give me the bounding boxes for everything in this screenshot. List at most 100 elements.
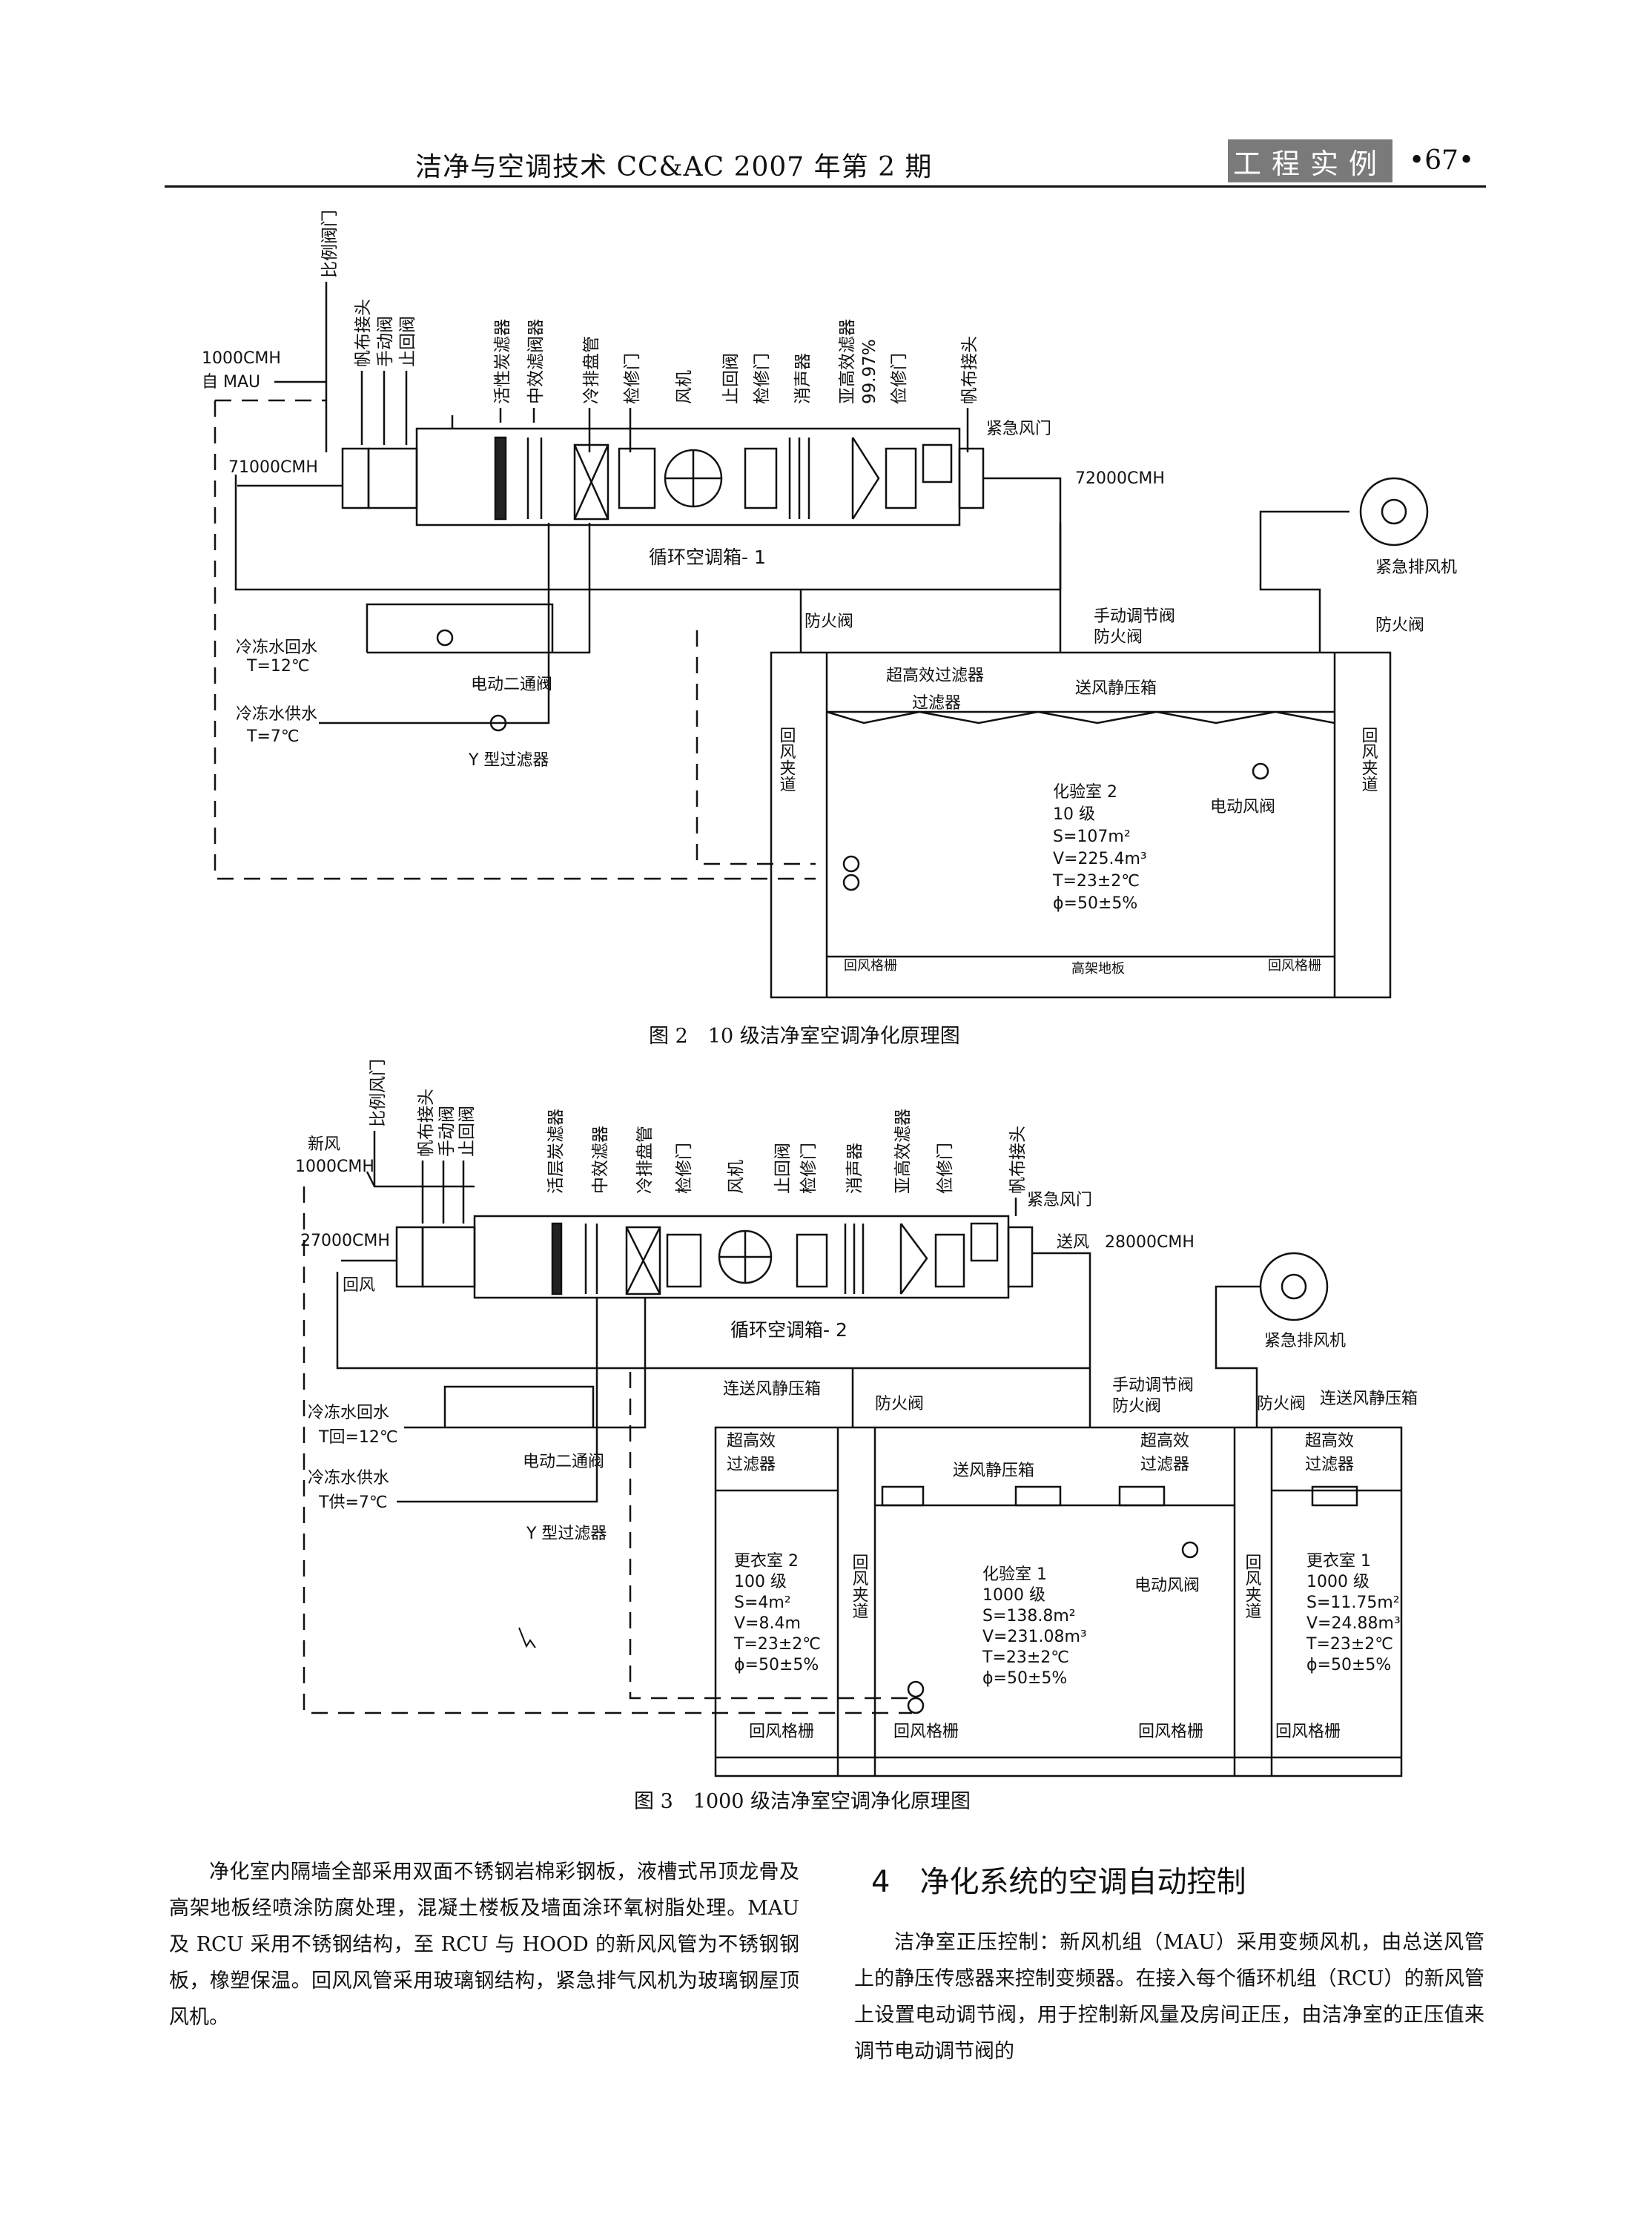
return-air: 回风 <box>343 1276 375 1295</box>
room-name: 化验室 2 <box>1053 783 1117 802</box>
label: 比例阀门 <box>320 210 340 278</box>
room-area: S=138.8m² <box>982 1607 1076 1625</box>
chw-supply: 冷冻水供水 <box>236 705 317 724</box>
label: 比例风门 <box>369 1059 388 1127</box>
label: 检修门 <box>675 1143 694 1194</box>
chw-supply: 冷冻水供水 <box>308 1469 389 1488</box>
fresh-flow: 1000CMH <box>202 349 281 368</box>
ulpa-label: 超高效 <box>1140 1432 1189 1450</box>
label: 止回阀 <box>457 1106 477 1157</box>
label: 俭修门 <box>890 353 909 404</box>
label: 活性炭滤器 <box>493 319 512 404</box>
chw-return-temp: T回=12℃ <box>318 1428 398 1447</box>
grille: 回风格栅 <box>844 958 897 974</box>
room-temp: T=23±2℃ <box>982 1648 1069 1667</box>
label: 风机 <box>727 1160 746 1194</box>
room-volume: V=24.88m³ <box>1306 1614 1401 1633</box>
room-class: 10 级 <box>1053 805 1095 824</box>
room-area: S=107m² <box>1053 828 1131 846</box>
room-area: S=11.75m² <box>1306 1594 1400 1612</box>
column-badge: 工程实例 <box>1228 139 1392 182</box>
fire-damper: 防火阀 <box>1094 628 1143 647</box>
chw-supply-temp: T=7℃ <box>246 727 300 746</box>
return-flow: 71000CMH <box>228 458 318 477</box>
ulpa-label: 超高效 <box>1305 1432 1354 1450</box>
room-class: 1000 级 <box>1306 1573 1369 1591</box>
chw-return: 冷冻水回水 <box>236 638 317 657</box>
grille: 回风格栅 <box>1275 1723 1341 1741</box>
fresh: 新风 <box>308 1135 340 1154</box>
label: 帆布接头 <box>417 1089 436 1157</box>
fresh-flow: 1000CMH <box>295 1158 374 1176</box>
room-rh: ϕ=50±5% <box>1306 1656 1391 1674</box>
room-temp: T=23±2℃ <box>733 1635 821 1654</box>
figure-2-caption: 图 2 10 级洁净室空调净化原理图 <box>649 1025 960 1048</box>
grille: 回风格栅 <box>749 1723 814 1741</box>
label: 消声器 <box>793 353 813 404</box>
room-volume: V=225.4m³ <box>1053 850 1147 868</box>
raised-floor: 高架地板 <box>1071 961 1125 977</box>
room-class: 100 级 <box>734 1573 787 1591</box>
link-plenum: 连送风静压箱 <box>723 1380 821 1399</box>
figure-2: 比例阀门 帆布接头 手动阀 止回阀 活性炭滤器 中效滤阀器 冷排盘管 检修门 风… <box>202 210 1457 999</box>
chw-return-temp: T=12℃ <box>246 657 310 676</box>
ahu-name: 循环空调箱- 1 <box>649 547 766 568</box>
room-name: 更衣室 2 <box>734 1552 799 1571</box>
grille: 回风格栅 <box>1268 958 1321 974</box>
right-paragraph: 洁净室正压控制：新风机组（MAU）采用变频风机，由总送风管上的静压传感器来控制变… <box>854 1931 1484 2063</box>
label: 帆布接头 <box>1008 1126 1028 1194</box>
label: 风机 <box>675 370 694 404</box>
figure-3: 比例风门 帆布接头 手动阀 止回阀 活层炭滤器 中效滤器 冷排盘管 检修门 风机… <box>295 1059 1418 1777</box>
y-strainer: Y 型过滤器 <box>468 751 549 770</box>
left-paragraph: 净化室内隔墙全部采用双面不锈钢岩棉彩钢板，液槽式吊顶龙骨及高架地板经喷涂防腐处理… <box>169 1861 799 2029</box>
ulpa-label: 过滤器 <box>912 694 961 713</box>
label: 检修门 <box>799 1143 819 1194</box>
room-area: S=4m² <box>734 1594 791 1612</box>
from-mau: 自 MAU <box>202 373 260 392</box>
fire-damper: 防火阀 <box>804 613 853 631</box>
label: 手动阀 <box>437 1106 457 1157</box>
fire-damper: 防火阀 <box>1257 1395 1306 1413</box>
ahu-name: 循环空调箱- 2 <box>730 1319 848 1341</box>
room-name: 化验室 1 <box>982 1565 1047 1584</box>
label: 帆布接头 <box>960 336 979 404</box>
emergency-damper: 紧急风门 <box>1027 1191 1092 1209</box>
ulpa-label: 过滤器 <box>1140 1456 1189 1474</box>
emergency-damper: 紧急风门 <box>986 420 1051 438</box>
label: 99.97% <box>860 339 879 404</box>
manual-damper: 手动调节阀 <box>1094 607 1175 626</box>
section-title: 4 净化系统的空调自动控制 <box>871 1865 1246 1899</box>
room-rh: ϕ=50±5% <box>1053 894 1137 913</box>
room-class: 1000 级 <box>982 1586 1045 1605</box>
room-rh: ϕ=50±5% <box>982 1669 1067 1688</box>
label: 活层炭滤器 <box>546 1109 566 1194</box>
header-rule <box>165 185 1486 188</box>
two-way-valve: 电动二通阀 <box>523 1453 604 1471</box>
journal-title: 洁净与空调技术 CC&AC 2007 年第 2 期 <box>415 152 933 182</box>
ulpa-label: 过滤器 <box>727 1456 776 1474</box>
room-temp: T=23±2℃ <box>1306 1635 1393 1654</box>
plenum: 送风静压箱 <box>953 1462 1034 1480</box>
supply-flow: 28000CMH <box>1105 1233 1195 1252</box>
return-chase-right: 回风夹道 <box>1243 1554 1262 1619</box>
chw-supply-temp: T供=7℃ <box>318 1493 388 1512</box>
room-temp: T=23±2℃ <box>1052 872 1140 891</box>
y-strainer: Y 型过滤器 <box>526 1525 607 1543</box>
label: 冷排盘管 <box>635 1126 655 1194</box>
supply: 送风 <box>1057 1233 1089 1252</box>
return-chase-left: 回风夹道 <box>850 1554 869 1619</box>
chw-return: 冷冻水回水 <box>308 1404 389 1422</box>
label: 止回阀 <box>721 353 741 404</box>
return-chase-left: 回风夹道 <box>777 727 796 792</box>
room-rh: ϕ=50±5% <box>734 1656 819 1674</box>
grille: 回风格栅 <box>893 1723 959 1741</box>
two-way-valve: 电动二通阀 <box>471 676 552 694</box>
room-volume: V=8.4m <box>734 1614 801 1633</box>
ulpa-label: 超高效 <box>727 1432 776 1450</box>
return-chase-right: 回风夹道 <box>1359 727 1378 792</box>
motor-damper: 电动风阀 <box>1210 798 1275 816</box>
label: 亚高效滤器 <box>838 319 857 404</box>
ulpa-label: 过滤器 <box>1305 1456 1354 1474</box>
fire-damper: 防火阀 <box>1375 616 1424 635</box>
ulpa-label: 超高效过滤器 <box>886 667 984 685</box>
